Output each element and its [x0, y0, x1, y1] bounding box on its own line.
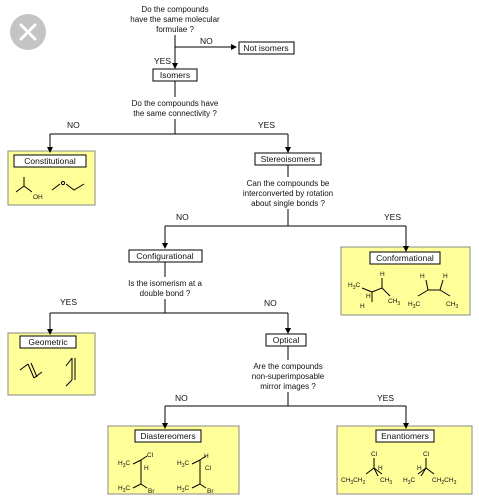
enantiomers-node	[375, 429, 435, 443]
question-1-line-2: have the same molecular	[130, 15, 220, 24]
oh-label: OH	[33, 194, 43, 201]
question-4-line-2: double bond ?	[140, 289, 191, 298]
diastereomers-node	[134, 429, 202, 443]
question-4-line-1: Is the isomerism at a	[128, 279, 202, 288]
q1-no-label: NO	[200, 36, 213, 46]
diastereomer-2-skeleton	[191, 455, 207, 489]
question-5-line-3: mirror images ?	[260, 382, 316, 391]
diastereomer-1-h3c-bot: H3C	[118, 485, 130, 494]
enantiomer-2-h: H	[417, 465, 422, 472]
configurational-label: Configurational	[136, 251, 193, 261]
diastereomer-1-br: Br	[148, 488, 155, 495]
trans-2-butene-skeleton	[19, 362, 43, 379]
q4-yes-label: YES	[60, 297, 77, 307]
enantiomers-label: Enantiomers	[381, 431, 429, 441]
enantiomer-2-h3c: H3C	[403, 477, 415, 486]
conformer-1-ch3: CH3	[388, 298, 400, 307]
enantiomer-2-skeleton	[417, 458, 435, 477]
conformer-1-skeleton	[361, 278, 391, 302]
conformational-node	[369, 251, 441, 265]
isomers-label: Isomers	[160, 70, 190, 80]
geometric-label: Geometric	[28, 337, 68, 347]
question-3-line-1: Can the compounds be	[247, 179, 330, 188]
enantiomer-1-ch3: CH3	[380, 477, 392, 486]
diastereomer-1-cl: Cl	[147, 452, 154, 459]
enantiomer-1-ch3ch2: CH3CH2	[341, 477, 366, 486]
diastereomer-2-cl: Cl	[205, 465, 212, 472]
geometric-node	[19, 335, 77, 349]
question-2-line-1: Do the compounds have	[132, 99, 219, 108]
conformer-2-h3c: H3C	[408, 301, 420, 310]
conformer-2-ch3: CH3	[446, 301, 458, 310]
q2-yes-label: YES	[258, 120, 275, 130]
conformer-1-h-mid: H	[366, 293, 371, 300]
question-3-line-2: interconverted by rotation	[243, 189, 333, 198]
stereoisomers-label: Stereoisomers	[261, 154, 316, 164]
diastereomers-label: Diastereomers	[140, 431, 195, 441]
methyl-ethyl-ether-skeleton	[51, 180, 85, 191]
constitutional-label: Constitutional	[24, 156, 76, 166]
q2-no-label: NO	[67, 120, 80, 130]
diastereomer-2-h: H	[204, 453, 209, 460]
conformer-2-h-left: H	[420, 273, 425, 280]
diastereomer-2-br: Br	[207, 488, 214, 495]
isopropanol-skeleton	[15, 177, 33, 193]
close-x-icon	[19, 23, 37, 41]
diastereomer-2-h3c-bot: H3C	[177, 485, 189, 494]
enantiomer-1-h: H	[378, 465, 383, 472]
conformer-1-h3c: H3C	[348, 282, 360, 291]
conformational-label: Conformational	[376, 253, 434, 263]
enantiomer-2-ch2ch3: CH2CH3	[432, 477, 457, 486]
diastereomer-1-h3c-top: H3C	[118, 460, 130, 469]
not-isomers-label: Not isomers	[243, 43, 288, 53]
question-2-line-2: the same connectivity ?	[133, 109, 217, 118]
diastereomer-1-skeleton	[132, 455, 148, 489]
question-1-line-3: formulae ?	[156, 25, 194, 34]
question-3-line-3: about single bonds ?	[251, 199, 325, 208]
q3-yes-label: YES	[384, 212, 401, 222]
enantiomer-1-cl: Cl	[371, 451, 378, 458]
conformational-panel	[340, 246, 471, 316]
question-1-line-1: Do the compounds	[141, 5, 208, 14]
constitutional-node	[13, 154, 87, 168]
optical-label: Optical	[273, 335, 300, 345]
q1-yes-label: YES	[154, 56, 171, 66]
q4-no-label: NO	[264, 298, 277, 308]
conformer-1-h-top: H	[380, 271, 385, 278]
cis-2-butene-skeleton	[65, 357, 76, 387]
question-5-line-2: non-superimposable	[252, 372, 325, 381]
conformer-2-skeleton	[417, 279, 451, 297]
optical-node	[265, 333, 307, 347]
not-isomers-node	[238, 41, 295, 55]
enantiomer-2-cl: Cl	[423, 451, 430, 458]
q5-yes-label: YES	[377, 393, 394, 403]
question-5-line-1: Are the compounds	[253, 362, 322, 371]
q3-no-label: NO	[176, 212, 189, 222]
conformer-2-h-right: H	[443, 273, 448, 280]
diastereomer-1-h: H	[144, 465, 149, 472]
close-button[interactable]	[10, 14, 46, 50]
diastereomer-2-h3c-top: H3C	[177, 460, 189, 469]
q5-no-label: NO	[175, 393, 188, 403]
conformer-1-h-bot: H	[360, 303, 365, 310]
enantiomer-1-skeleton	[365, 458, 383, 477]
